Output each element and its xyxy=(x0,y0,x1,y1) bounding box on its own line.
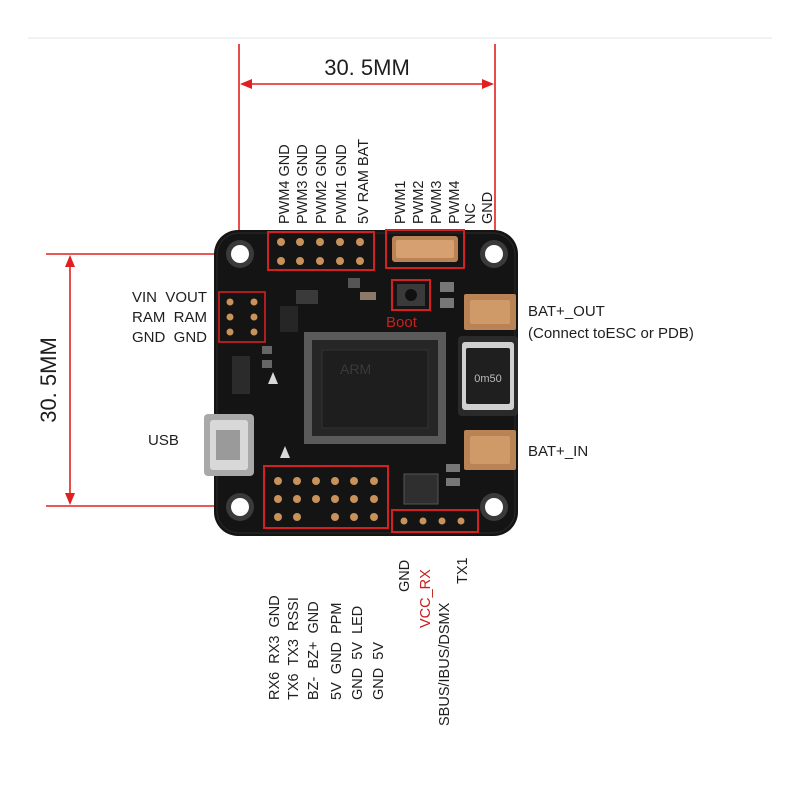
bottom-label-col4: 5V GND PPM xyxy=(329,603,345,701)
bat-in-pad xyxy=(464,430,516,470)
height-dimension-label: 30. 5MM xyxy=(36,337,61,423)
uart-header-pads xyxy=(263,465,389,529)
height-dimension: 30. 5MM xyxy=(36,253,232,507)
pcb-board: Boot ARM 0m50 xyxy=(204,229,518,536)
bottom-label-gnd: GND xyxy=(397,560,413,592)
mcu-chip: ARM xyxy=(304,332,446,444)
boot-label: Boot xyxy=(386,314,418,331)
bottom-label-col2: TX6 TX3 RSSI xyxy=(286,597,302,700)
current-sense-resistor: 0m50 xyxy=(458,336,518,416)
bat-out-note: (Connect toESC or PDB) xyxy=(528,325,694,342)
width-dimension: 30. 5MM xyxy=(238,44,496,232)
receiver-chip xyxy=(403,473,439,505)
vin-vout-pads xyxy=(218,291,266,343)
mounting-hole-top-left xyxy=(226,240,254,268)
top-label-pwm2-gnd: PWM2 GND xyxy=(314,144,330,224)
top-label-pwm3-gnd: PWM3 GND xyxy=(295,144,311,224)
top-label-pwm1-gnd: PWM1 GND xyxy=(334,144,350,224)
bottom-label-tx1: TX1 xyxy=(455,557,471,584)
bottom-label-col1: RX6 RX3 GND xyxy=(267,595,283,700)
bottom-label-col3: BZ- BZ+ GND xyxy=(306,601,322,700)
receiver-pads xyxy=(391,509,479,533)
bottom-label-sbus: SBUS/IBUS/DSMX xyxy=(437,602,453,726)
left-label-row3: GND GND xyxy=(132,329,207,346)
bat-in-label: BAT+_IN xyxy=(528,443,588,460)
right-labels: BAT+_OUT (Connect toESC or PDB) BAT+_IN xyxy=(528,303,694,460)
top-label-pwm4-gnd: PWM4 GND xyxy=(277,144,293,224)
top-right-labels: PWM1 PWM2 PWM3 PWM4 NC GND xyxy=(393,181,496,225)
pwm-header-pads xyxy=(267,231,375,271)
top-left-labels: PWM4 GND PWM3 GND PWM2 GND PWM1 GND 5V R… xyxy=(277,139,372,224)
boot-button: Boot xyxy=(386,279,431,331)
left-label-row2: RAM RAM xyxy=(132,309,207,326)
top-label-pwm1: PWM1 xyxy=(393,181,409,225)
mounting-hole-bottom-left xyxy=(226,493,254,521)
bat-out-label: BAT+_OUT xyxy=(528,303,605,320)
svg-text:ARM: ARM xyxy=(340,361,371,377)
top-label-nc: NC xyxy=(463,203,479,224)
bottom-labels: RX6 RX3 GND TX6 TX3 RSSI BZ- BZ+ GND 5V … xyxy=(267,557,471,726)
top-label-pwm4: PWM4 xyxy=(447,181,463,225)
left-labels: VIN VOUT RAM RAM GND GND USB xyxy=(132,289,207,449)
resistor-label: 0m50 xyxy=(474,373,502,385)
top-label-5v-ram-bat: 5V RAM BAT xyxy=(356,139,372,224)
bat-out-pad xyxy=(464,294,516,330)
left-label-row1: VIN VOUT xyxy=(132,289,207,306)
bottom-label-col6: GND 5V xyxy=(371,642,387,700)
mounting-hole-top-right xyxy=(480,240,508,268)
top-label-gnd: GND xyxy=(480,192,496,224)
bottom-label-col5: GND 5V LED xyxy=(350,606,366,700)
usb-label: USB xyxy=(148,432,179,449)
motor-output-pads xyxy=(385,229,465,269)
width-dimension-label: 30. 5MM xyxy=(324,55,410,80)
usb-connector xyxy=(204,414,254,476)
bottom-label-vcc-rx: VCC_RX xyxy=(418,569,434,628)
arrow-marker-bottom xyxy=(280,446,290,458)
top-label-pwm2: PWM2 xyxy=(411,181,427,225)
arrow-marker-top xyxy=(268,372,278,384)
top-label-pwm3: PWM3 xyxy=(429,181,445,225)
mounting-hole-bottom-right xyxy=(480,493,508,521)
